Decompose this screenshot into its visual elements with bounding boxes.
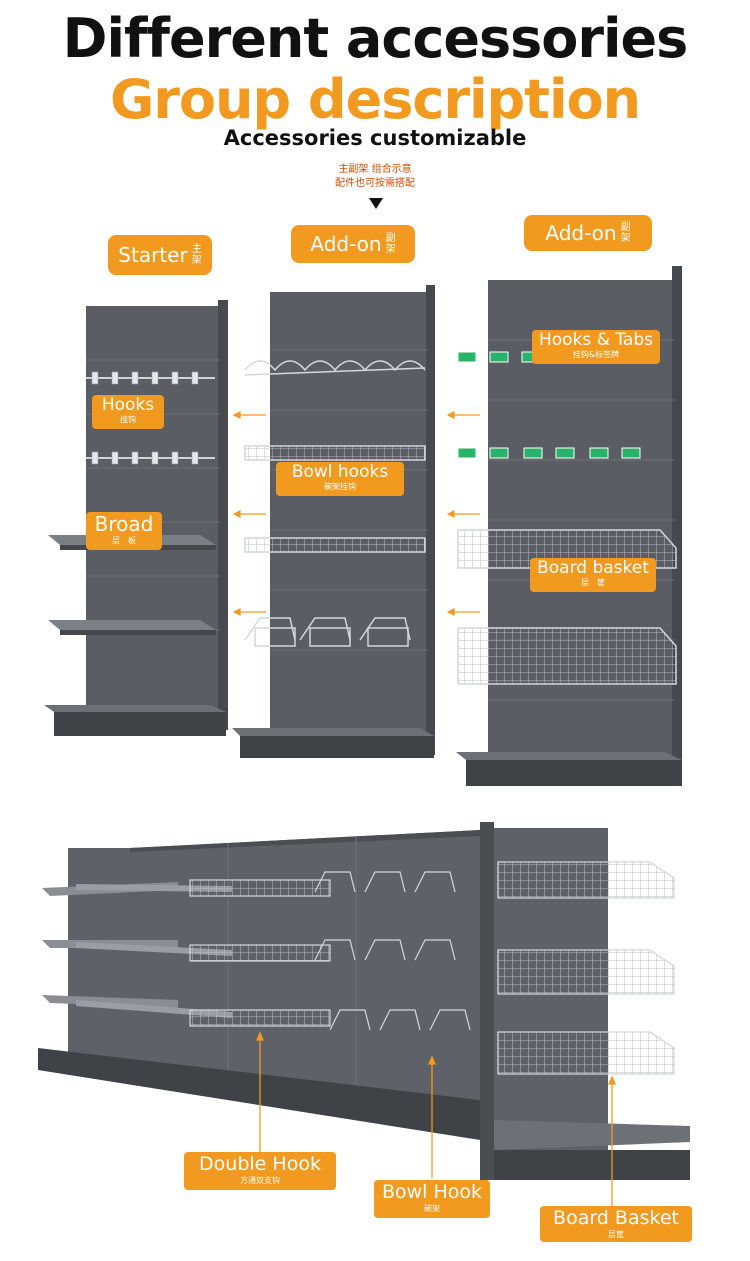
addon-shelf-unit-1 — [232, 285, 435, 758]
addon-label-2-text: Add-on — [545, 221, 617, 245]
addon-1-cn-1: 副 — [385, 233, 396, 244]
addon-2-cn-1: 副 — [620, 222, 631, 233]
combined-shelf-run — [38, 822, 690, 1180]
board-basket-top-label-en: Board basket — [537, 558, 649, 578]
note-line-2: 配件也可按需搭配 — [335, 178, 415, 189]
board-basket-label: Board Basket 层筐 — [540, 1206, 692, 1242]
bowl-hook-label-cn: 碗架 — [424, 1204, 440, 1213]
broad-label-cn: 层 板 — [112, 536, 136, 545]
addon-label-1-text: Add-on — [310, 232, 382, 256]
hooks-tabs-label: Hooks & Tabs 挂钩&标签牌 — [532, 330, 660, 364]
double-hook-label-cn: 方通双支钩 — [240, 1176, 280, 1185]
hooks-label-en: Hooks — [101, 395, 155, 415]
bowl-hooks-label-en: Bowl hooks — [291, 462, 389, 482]
bowl-hook-label: Bowl Hook 碗架 — [374, 1180, 490, 1218]
board-basket-label-en: Board Basket — [553, 1207, 679, 1229]
bowl-hooks-label: Bowl hooks 碗架挂钩 — [276, 462, 404, 496]
addon-label-2: Add-on 副架 — [524, 215, 652, 251]
connector-arrows — [232, 411, 480, 616]
addon-label-1: Add-on 副架 — [291, 225, 415, 263]
starter-label-text: Starter — [118, 243, 188, 267]
down-arrow-icon — [369, 198, 383, 209]
starter-shelf-unit — [44, 300, 228, 736]
addon-2-cn-2: 架 — [620, 233, 631, 244]
title-line-2: Group description — [109, 68, 641, 131]
double-hook-label: Double Hook 方通双支钩 — [184, 1152, 336, 1190]
broad-label: Broad 层 板 — [86, 512, 162, 550]
hooks-tabs-label-cn: 挂钩&标签牌 — [572, 350, 620, 359]
board-basket-top-label-cn: 层 筐 — [581, 578, 605, 587]
hooks-label: Hooks 挂钩 — [92, 395, 164, 429]
double-hook-label-en: Double Hook — [199, 1153, 321, 1175]
starter-cn-2: 架 — [191, 255, 202, 266]
board-basket-top-label: Board basket 层 筐 — [530, 558, 656, 592]
addon-1-cn-2: 架 — [385, 244, 396, 255]
title-line-1: Different accessories — [62, 7, 689, 70]
starter-label: Starter 主架 — [108, 235, 212, 275]
broad-label-en: Broad — [94, 512, 154, 536]
note-line-1: 主副架 组合示意 — [338, 164, 412, 175]
pointer-lines — [256, 1031, 616, 1206]
bowl-hook-label-en: Bowl Hook — [381, 1181, 483, 1203]
board-basket-label-cn: 层筐 — [608, 1230, 624, 1239]
bowl-hooks-label-cn: 碗架挂钩 — [324, 482, 356, 491]
starter-cn-1: 主 — [191, 244, 202, 255]
hooks-tabs-label-en: Hooks & Tabs — [539, 330, 653, 350]
subtitle: Accessories customizable — [223, 126, 527, 150]
hooks-label-cn: 挂钩 — [120, 415, 136, 424]
